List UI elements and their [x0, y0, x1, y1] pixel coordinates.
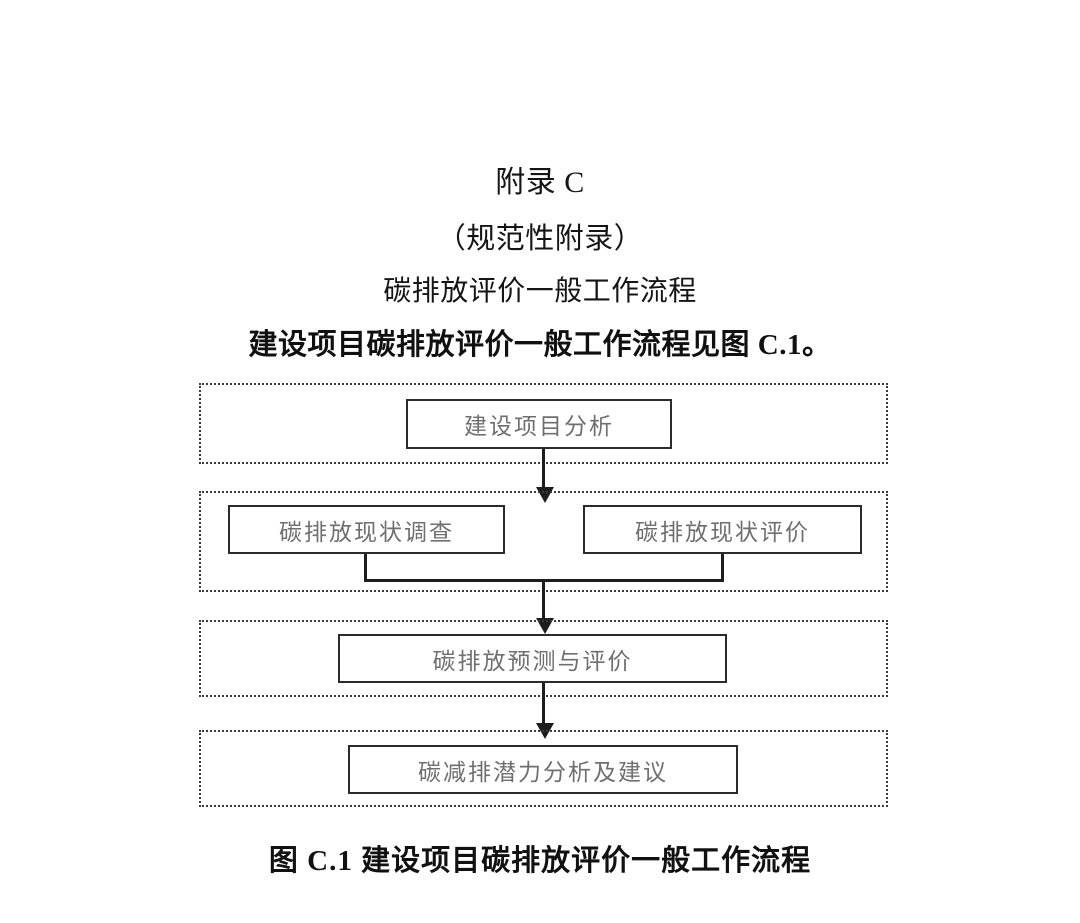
figure-caption: 图 C.1 建设项目碳排放评价一般工作流程	[268, 845, 812, 877]
flow-node-reduction-potential-and-recommendations: 碳减排潜力分析及建议	[348, 745, 738, 794]
connector-merge-left-stem	[364, 554, 367, 582]
flow-node-emission-status-evaluation: 碳排放现状评价	[583, 505, 862, 554]
appendix-title: 附录 C	[495, 166, 585, 199]
connector-arrow-1-line	[542, 449, 545, 491]
connector-merge-right-stem	[721, 554, 724, 582]
connector-arrow-3-line	[542, 683, 545, 727]
flow-node-emission-status-survey: 碳排放现状调查	[228, 505, 505, 554]
appendix-type-label: （规范性附录）	[436, 223, 644, 255]
connector-arrow-2-line	[542, 582, 545, 622]
flow-node-emission-forecast-and-evaluation: 碳排放预测与评价	[338, 634, 727, 683]
connector-merge-crossbar	[364, 579, 724, 582]
connector-arrow-2-head	[536, 618, 554, 634]
flow-stage-4	[199, 730, 888, 807]
section-title: 碳排放评价一般工作流程	[383, 276, 697, 307]
flow-node-construction-project-analysis: 建设项目分析	[406, 399, 672, 449]
lead-paragraph: 建设项目碳排放评价一般工作流程见图 C.1。	[248, 329, 832, 361]
